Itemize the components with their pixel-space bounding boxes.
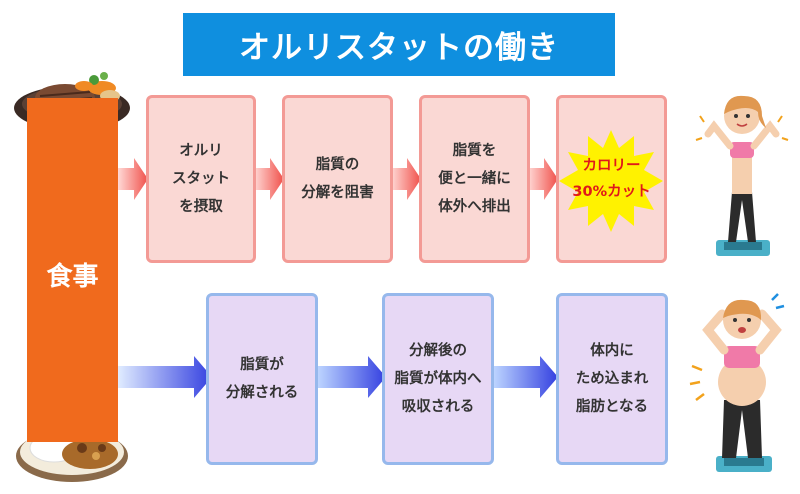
result-box: カロリー 30%カット: [556, 95, 667, 263]
meal-bar: [27, 98, 118, 442]
step-text: 体内に ため込まれ 脂肪となる: [575, 343, 649, 415]
step-text: 脂質が 分解される: [225, 357, 299, 401]
step-box: 脂質を 便と一緒に 体外へ排出: [419, 95, 530, 263]
arrow-right-icon: [118, 158, 148, 200]
step-text: 分解後の 脂質が体内へ 吸収される: [394, 343, 482, 415]
calorie-cut-text: カロリー 30%カット: [572, 158, 651, 200]
arrow-right-icon: [318, 356, 386, 398]
arrow-right-icon: [494, 356, 558, 398]
arrow-right-icon: [528, 158, 558, 200]
step-box: オルリ スタット を摂取: [146, 95, 256, 263]
step-box: 体内に ため込まれ 脂肪となる: [556, 293, 668, 465]
step-text: 脂質の 分解を阻害: [301, 157, 374, 201]
step-box: 分解後の 脂質が体内へ 吸収される: [382, 293, 494, 465]
page-title: オルリスタットの働き: [183, 13, 615, 76]
meal-label: 食事: [46, 262, 99, 292]
chubby-woman-icon: [689, 293, 785, 472]
step-text: オルリ スタット を摂取: [172, 143, 230, 215]
arrow-right-icon: [118, 356, 212, 398]
arrow-right-icon: [391, 158, 421, 200]
burst-icon: [559, 130, 663, 232]
step-box: 脂質が 分解される: [206, 293, 318, 465]
slim-woman-icon: [695, 95, 789, 256]
step-text: 脂質を 便と一緒に 体外へ排出: [438, 143, 511, 215]
step-box: 脂質の 分解を阻害: [282, 95, 393, 263]
arrow-right-icon: [254, 158, 284, 200]
